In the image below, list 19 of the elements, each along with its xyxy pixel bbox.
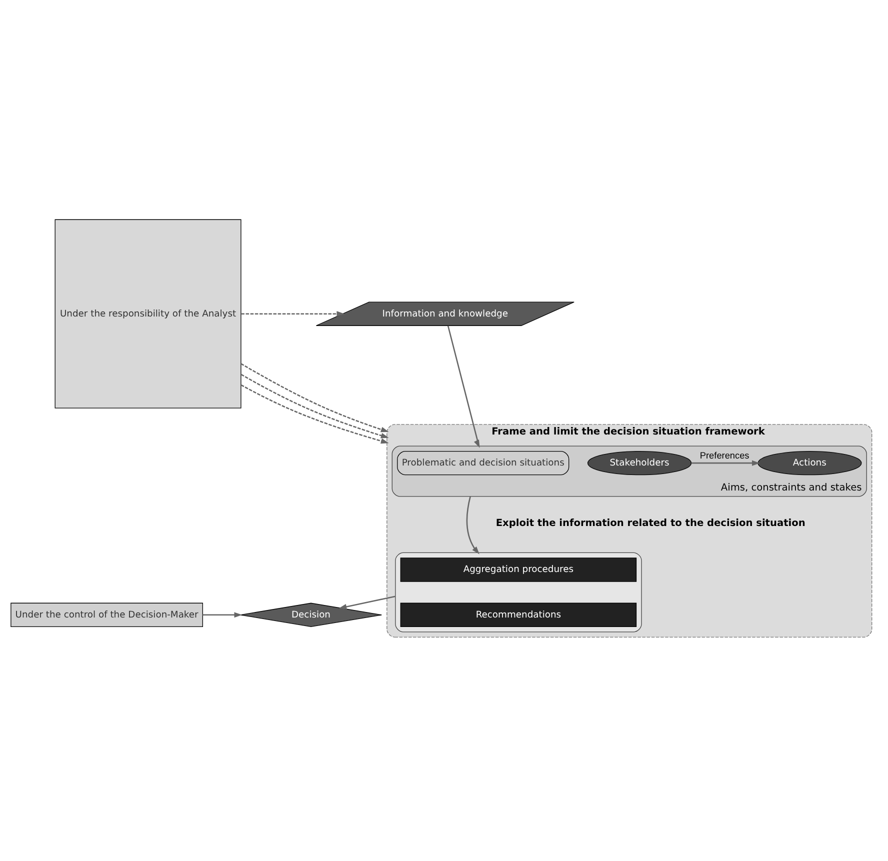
node-box: Under the control of the Decision-Maker: [10, 602, 203, 626]
arrow: [240, 362, 389, 432]
arrow: [338, 595, 396, 609]
arrow: [241, 310, 345, 316]
arrow: [447, 325, 480, 448]
node-box: Problematic and decision situations: [397, 450, 570, 475]
arrow: [240, 384, 389, 444]
arrow: [466, 496, 480, 554]
arrow: [240, 373, 389, 438]
node-box: Aggregation procedures: [400, 557, 637, 582]
label: Exploit the information related to the decision situation: [496, 518, 806, 529]
edge-label: Preferences: [700, 450, 750, 460]
node-box: Under the responsibility of the Analyst: [54, 218, 242, 408]
node-ellipse: Stakeholders: [587, 450, 692, 475]
node-box: Recommendations: [400, 602, 637, 626]
cluster: [395, 552, 642, 632]
arrow: [691, 460, 760, 466]
arrow: [202, 612, 242, 618]
node-ellipse: Actions: [758, 450, 862, 475]
